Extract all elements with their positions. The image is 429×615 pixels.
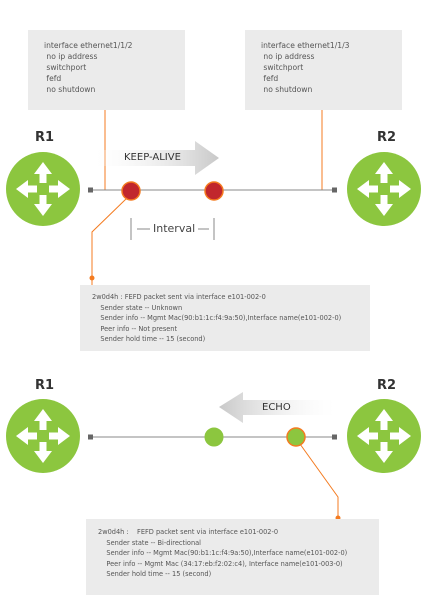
config-line: switchport <box>44 63 87 72</box>
right-config-box: interface ethernet1/1/3 no ip address sw… <box>245 30 402 110</box>
log-line: Peer info -- Not present <box>92 324 178 333</box>
keep-alive-packet-2 <box>204 181 224 201</box>
config-line: interface ethernet1/1/3 <box>261 41 350 50</box>
interval-label: Interval <box>153 222 196 235</box>
echo-packet-2 <box>286 427 306 447</box>
router-r2-bottom-label: R2 <box>377 378 397 393</box>
bottom-link-port-right <box>332 434 337 440</box>
bottom-link-port-left <box>88 434 93 440</box>
bottom-log-box: 2w0d4h : FEFD packet sent via interface … <box>86 519 379 595</box>
log-line: 2w0d4h : FEFD packet sent via interface … <box>98 528 279 536</box>
echo-arrow <box>219 392 335 423</box>
log-line: Sender hold time -- 15 (second) <box>92 335 206 343</box>
config-line: switchport <box>261 63 304 72</box>
log-line: Sender info -- Mgmt Mac(90:b1:1c:f4:9a:5… <box>98 549 348 557</box>
top-log-box: 2w0d4h : FEFD packet sent via interface … <box>80 285 370 351</box>
router-r1-top-icon <box>6 152 80 226</box>
router-r2-bottom-icon <box>347 399 421 473</box>
log-line: Sender hold time -- 15 (second) <box>98 570 212 578</box>
log-line: Peer info -- Mgmt Mac (34:17:eb:f2:02:c4… <box>98 559 343 568</box>
left-config-box: interface ethernet1/1/2 no ip address sw… <box>28 30 185 110</box>
log-line: Sender state -- Unknown <box>92 303 183 312</box>
top-log-connector <box>91 197 128 288</box>
echo-packet-1 <box>204 427 224 447</box>
bottom-log-connector <box>299 443 339 524</box>
router-r1-bottom-icon <box>6 399 80 473</box>
log-line: Sender info -- Mgmt Mac(90:b1:1c:f4:9a:5… <box>92 314 342 322</box>
config-line: interface ethernet1/1/2 <box>44 41 133 50</box>
router-r2-top-label: R2 <box>377 130 397 145</box>
echo-label: ECHO <box>262 402 291 413</box>
config-line: no ip address <box>44 52 98 61</box>
config-line: fefd <box>261 74 279 83</box>
keep-alive-arrow <box>95 141 219 175</box>
log-line: 2w0d4h : FEFD packet sent via interface … <box>92 293 266 301</box>
router-r1-top-label: R1 <box>35 130 55 145</box>
config-line: no ip address <box>261 52 315 61</box>
router-r2-top-icon <box>347 152 421 226</box>
top-log-connector-dot <box>89 275 95 281</box>
top-link-port-left <box>88 187 93 193</box>
log-line: Sender state -- Bi-directional <box>98 538 202 547</box>
keep-alive-label: KEEP-ALIVE <box>124 152 181 163</box>
config-line: no shutdown <box>44 85 96 94</box>
keep-alive-packet-1 <box>121 181 141 201</box>
top-link-port-right <box>332 187 337 193</box>
router-r1-bottom-label: R1 <box>35 378 55 393</box>
config-line: no shutdown <box>261 85 313 94</box>
config-line: fefd <box>44 74 62 83</box>
